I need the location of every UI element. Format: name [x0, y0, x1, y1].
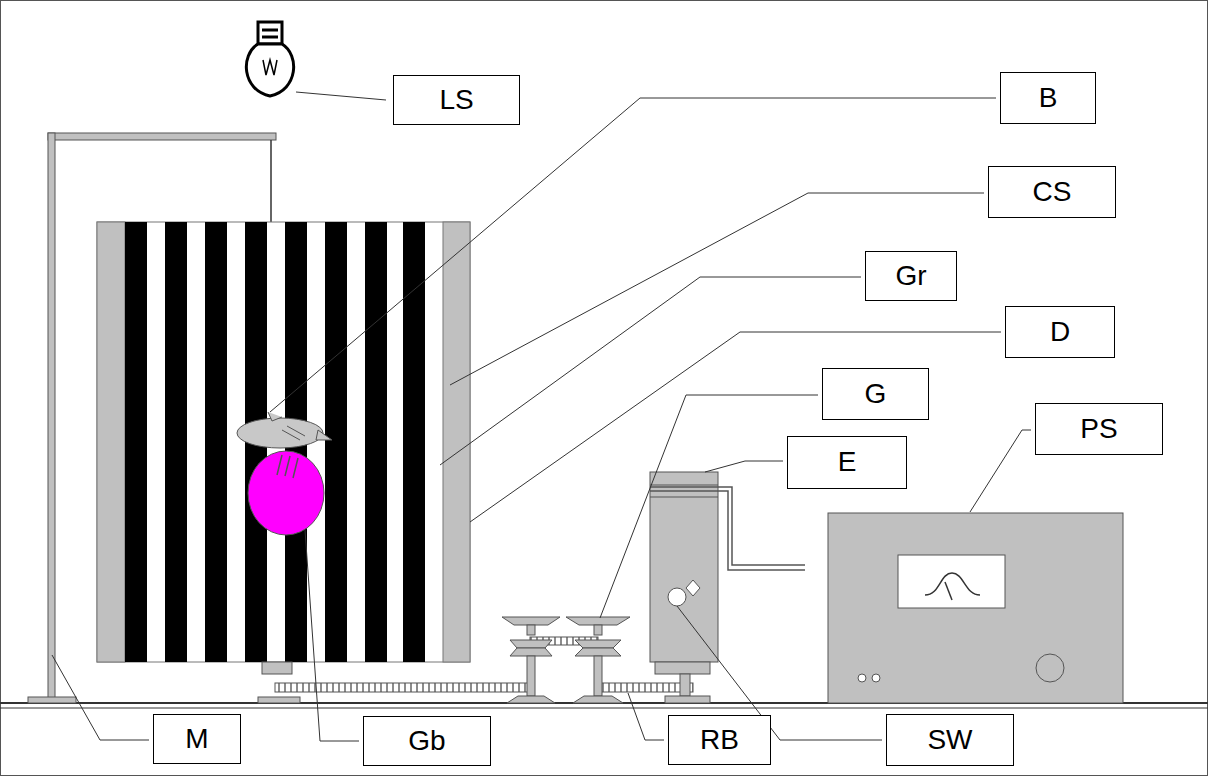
part-label-box: D	[1005, 306, 1115, 358]
part-label: M	[185, 724, 208, 755]
part-label-box: PS	[1035, 403, 1163, 455]
part-label: Gr	[895, 261, 926, 292]
part-label-box: E	[787, 436, 907, 489]
part-label-box: LS	[393, 75, 520, 125]
part-label-box: M	[153, 714, 241, 764]
part-label-box: Gr	[865, 251, 957, 301]
part-label: B	[1039, 83, 1058, 114]
part-label: D	[1050, 317, 1070, 348]
part-label-box: CS	[988, 166, 1116, 218]
part-label-box: RB	[668, 715, 771, 765]
part-label: E	[838, 447, 857, 478]
part-label: Gb	[408, 726, 445, 757]
part-label: PS	[1080, 414, 1117, 445]
part-label: G	[865, 379, 887, 410]
part-label: RB	[700, 725, 739, 756]
part-label-box: B	[1000, 72, 1096, 124]
part-label: CS	[1033, 177, 1072, 208]
part-label-box: SW	[886, 714, 1014, 766]
part-label-box: G	[822, 368, 929, 420]
part-label: LS	[439, 85, 473, 116]
part-label: SW	[927, 725, 972, 756]
part-label-box: Gb	[363, 716, 491, 766]
